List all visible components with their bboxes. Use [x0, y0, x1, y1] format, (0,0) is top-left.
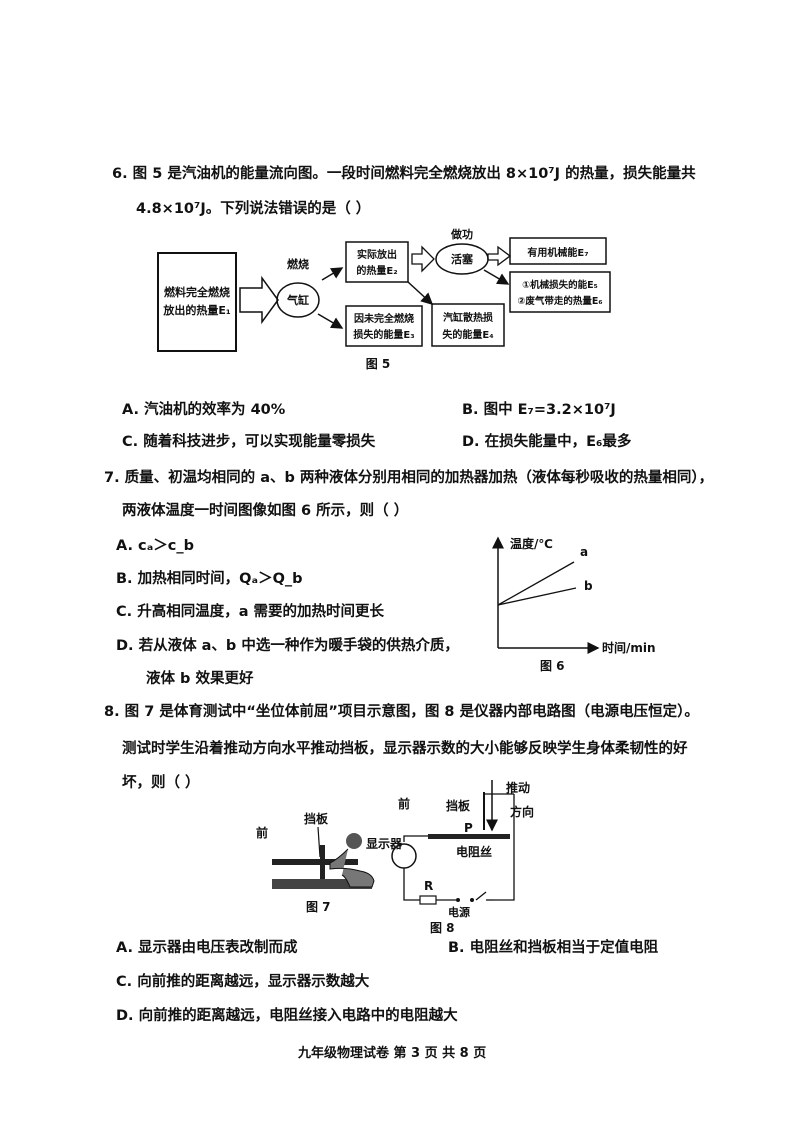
flow-arrow-6 [487, 245, 512, 267]
other-losses-box [509, 271, 611, 313]
flow-arrow-2 [321, 267, 344, 281]
cylinder-ellipse [276, 282, 320, 318]
box2-line2: 的热量E₂ [356, 264, 397, 277]
box4-line1: 汽缸散热损 [443, 311, 493, 324]
resistance-wire [428, 834, 510, 839]
q7-option-b[interactable]: B. 加热相同时间，Qₐ＞Q_b [116, 571, 303, 587]
box1-line1: 燃料完全燃烧 [163, 285, 230, 299]
graph-ylabel: 温度/℃ [510, 536, 553, 551]
q8-option-d[interactable]: D. 向前推的距离越远，电阻丝接入电路中的电阻越大 [116, 1008, 458, 1024]
incomplete-combustion-box [345, 305, 423, 347]
resistor-r [419, 895, 437, 905]
slider-p-label: P [464, 821, 473, 835]
q6-option-b[interactable]: B. 图中 E₇=3.2×10⁷J [462, 402, 616, 418]
flow-arrow-4 [411, 245, 435, 273]
flow-arrow-5 [407, 281, 434, 306]
fig7-sit-and-reach: 前 挡板 图 7 [256, 811, 375, 914]
work-label: 做功 [450, 228, 473, 241]
student-body [329, 848, 375, 888]
page-footer: 九年级物理试卷 第 3 页 共 8 页 [298, 1046, 487, 1061]
q6-stem-line2: 4.8×10⁷J。下列说法错误的是（ ） [136, 201, 371, 217]
q8-stem-line1: 8. 图 7 是体育测试中“坐位体前屈”项目示意图，图 8 是仪器内部电路图（电… [104, 704, 699, 720]
q7-stem-line1: 7. 质量、初温均相同的 a、b 两种液体分别用相同的加热器加热（液体每秒吸收的… [104, 470, 714, 486]
q8-option-c[interactable]: C. 向前推的距离越远，显示器示数越大 [116, 974, 370, 990]
box3-line2: 损失的能量E₃ [353, 328, 414, 341]
temperature-time-graph: 温度/℃ 时间/min a b 图 6 [492, 536, 656, 673]
push-label-1: 推动 [506, 780, 530, 795]
box3-line1: 因未完全燃烧 [354, 312, 414, 325]
fig7-board-label: 挡板 [304, 811, 329, 826]
fuel-heat-box [157, 252, 237, 352]
student-head [346, 833, 362, 849]
fig8-board-label: 挡板 [446, 798, 471, 813]
graph-xlabel: 时间/min [602, 640, 656, 655]
box1-line2: 放出的热量E₁ [162, 303, 231, 317]
line-b [497, 587, 577, 606]
q6-option-d[interactable]: D. 在损失能量中，E₆最多 [462, 434, 632, 450]
fig8-front-label: 前 [398, 796, 410, 811]
q7-stem-line2: 两液体温度一时间图像如图 6 所示，则（ ） [122, 503, 409, 519]
box5-label: 有用机械能E₇ [527, 246, 588, 259]
fig7-caption: 图 7 [306, 900, 331, 914]
fig5-caption: 图 5 [366, 357, 391, 371]
fig7-front-label: 前 [256, 825, 268, 840]
box2-line1: 实际放出 [357, 248, 397, 261]
q7-option-a[interactable]: A. cₐ＞c_b [116, 538, 195, 554]
q6-option-a[interactable]: A. 汽油机的效率为 40% [122, 402, 286, 418]
piston-label: 活塞 [451, 252, 474, 266]
cylinder-label: 气缸 [286, 293, 309, 307]
energy-flow-diagram: 燃料完全燃烧 放出的热量E₁ 燃烧 气缸 实际放出 的热量E₂ 因未完全燃烧 损… [157, 228, 611, 371]
switch [475, 891, 487, 901]
q8-option-b[interactable]: B. 电阻丝和挡板相当于定值电阻 [448, 940, 659, 956]
display-label: 显示器 [366, 837, 403, 851]
box6-line2: ②废气带走的热量E₆ [517, 295, 602, 307]
q6-stem-line1: 6. 图 5 是汽油机的能量流向图。一段时间燃料完全燃烧放出 8×10⁷J 的热… [112, 166, 696, 182]
q8-stem-line3: 坏，则（ ） [122, 775, 200, 791]
line-a-label: a [580, 545, 588, 559]
q8-option-a[interactable]: A. 显示器由电压表改制而成 [116, 940, 298, 956]
actual-heat-box [345, 241, 409, 283]
burn-label: 燃烧 [286, 257, 309, 271]
fig6-caption: 图 6 [540, 659, 565, 673]
q6-option-c[interactable]: C. 随着科技进步，可以实现能量零损失 [122, 434, 376, 450]
push-board [320, 845, 325, 881]
q7-option-c[interactable]: C. 升高相同温度，a 需要的加热时间更长 [116, 604, 385, 620]
fig8-caption: 图 8 [430, 921, 455, 934]
line-a [497, 561, 575, 606]
floor-base [272, 879, 372, 889]
box4-line2: 失的能量E₄ [442, 328, 493, 341]
q8-stem-line2: 测试时学生沿着推动方向水平推动挡板，显示器示数的大小能够反映学生身体柔韧性的好 [122, 741, 688, 757]
resistor-label: R [424, 879, 433, 893]
cylinder-heat-loss-box [431, 303, 505, 347]
power-source-label: 电源 [448, 905, 470, 919]
q7-option-d-line1[interactable]: D. 若从液体 a、b 中选一种作为暖手袋的供热介质， [116, 638, 459, 654]
measuring-rail [272, 859, 358, 865]
flow-arrow-3 [317, 313, 344, 329]
line-b-label: b [584, 579, 593, 593]
wire-label: 电阻丝 [456, 844, 492, 859]
box6-line1: ①机械损失的能E₅ [522, 279, 598, 291]
useful-mechanical-energy-box [509, 237, 607, 265]
flow-arrow-7 [483, 269, 510, 285]
display-meter [391, 843, 417, 869]
flow-arrow-1 [239, 275, 279, 325]
fig8-circuit-diagram: 前 挡板 推动 方向 P 电阻丝 显示器 R 电源 图 8 [366, 780, 534, 934]
q7-option-d-line2: 液体 b 效果更好 [146, 671, 254, 687]
push-label-2: 方向 [510, 804, 534, 819]
